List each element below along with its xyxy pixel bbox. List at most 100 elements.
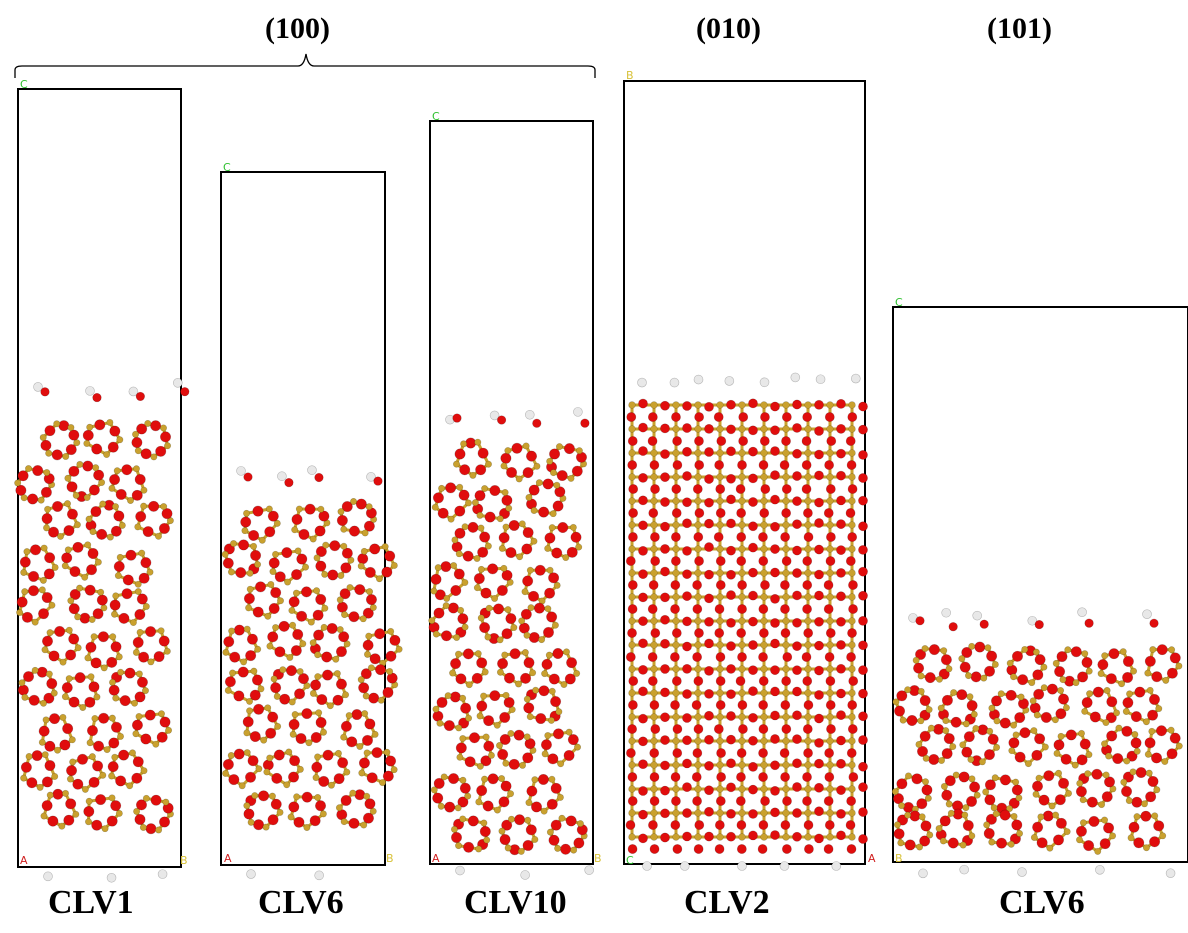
silicon-atom xyxy=(628,689,636,697)
group-label-100: (100) xyxy=(265,12,330,45)
oxygen-atom xyxy=(1135,767,1147,779)
silicon-atom xyxy=(716,617,724,625)
silicon-atom xyxy=(390,561,398,569)
silicon-atom xyxy=(1078,729,1086,737)
silicon-atom xyxy=(1115,724,1123,732)
silicon-atom xyxy=(519,761,527,769)
oxygen-atom xyxy=(650,724,661,734)
oxygen-atom xyxy=(691,700,702,710)
silicon-atom xyxy=(918,813,926,821)
oxygen-atom xyxy=(549,448,561,460)
oxygen-atom xyxy=(115,488,127,500)
silicon-atom xyxy=(650,713,658,721)
silicon-atom xyxy=(804,425,812,433)
oxygen-atom xyxy=(531,801,543,813)
oxygen-atom xyxy=(814,833,824,844)
oxygen-atom xyxy=(150,794,162,806)
silicon-atom xyxy=(474,650,482,658)
oxygen-atom xyxy=(237,666,249,678)
silicon-atom xyxy=(1153,786,1161,794)
silicon-atom xyxy=(738,809,746,817)
oxygen-atom xyxy=(483,740,495,752)
silicon-atom xyxy=(738,425,746,433)
oxygen-atom xyxy=(267,510,279,522)
silicon-atom xyxy=(243,729,251,737)
silicon-atom xyxy=(848,665,856,673)
oxygen-atom xyxy=(245,650,257,662)
oxygen-atom xyxy=(92,608,104,620)
oxygen-atom xyxy=(638,664,648,675)
silicon-atom xyxy=(672,737,680,745)
oxygen-atom xyxy=(824,772,835,782)
oxygen-atom xyxy=(86,564,98,576)
silicon-atom xyxy=(738,473,746,481)
silicon-atom xyxy=(650,617,658,625)
silicon-atom xyxy=(1007,840,1015,848)
oxygen-atom xyxy=(748,473,758,484)
oxygen-atom xyxy=(758,748,768,758)
oxygen-atom xyxy=(501,819,513,831)
oxygen-atom xyxy=(671,796,681,806)
silicon-atom xyxy=(950,689,958,697)
silicon-atom xyxy=(43,524,51,532)
oxygen-atom xyxy=(638,833,648,844)
oxygen-atom xyxy=(660,832,670,843)
oxygen-atom xyxy=(309,815,321,827)
silicon-atom xyxy=(493,721,501,729)
silicon-atom xyxy=(134,447,142,455)
oxygen-atom xyxy=(253,819,265,831)
silicon-atom xyxy=(68,736,76,744)
oxygen-atom xyxy=(115,775,127,787)
oxygen-atom xyxy=(552,500,564,512)
oxygen-atom xyxy=(748,425,758,436)
oxygen-atom xyxy=(726,545,736,556)
oxygen-atom xyxy=(40,486,52,498)
oxygen-atom xyxy=(1014,712,1026,724)
oxygen-atom xyxy=(1055,817,1067,829)
oxygen-atom xyxy=(336,601,348,613)
silicon-atom xyxy=(628,833,636,841)
oxygen-atom xyxy=(337,757,349,769)
silicon-atom xyxy=(525,799,533,807)
silicon-atom xyxy=(315,709,323,717)
oxygen-atom xyxy=(627,436,638,446)
oxygen-atom xyxy=(979,619,989,629)
oxygen-atom xyxy=(933,723,945,735)
silicon-atom xyxy=(545,651,553,659)
hydrogen-atom xyxy=(1027,615,1038,626)
oxygen-atom xyxy=(1156,644,1168,656)
oxygen-atom xyxy=(758,604,769,614)
oxygen-atom xyxy=(1151,752,1163,764)
silicon-atom xyxy=(628,473,636,481)
oxygen-atom xyxy=(496,584,508,596)
oxygen-atom xyxy=(758,676,769,686)
oxygen-atom xyxy=(984,794,996,806)
oxygen-atom xyxy=(781,556,792,566)
panel-label-clv6-100: CLV6 xyxy=(258,884,344,921)
oxygen-atom xyxy=(738,724,748,734)
oxygen-atom xyxy=(693,724,704,734)
silicon-atom xyxy=(575,543,583,551)
silicon-atom xyxy=(1113,709,1121,717)
oxygen-atom xyxy=(41,800,53,812)
oxygen-atom xyxy=(858,590,868,601)
silicon-atom xyxy=(1059,676,1067,684)
silicon-atom xyxy=(760,785,768,793)
oxygen-atom xyxy=(520,672,532,684)
oxygen-atom xyxy=(448,773,460,785)
oxygen-atom xyxy=(915,616,925,626)
silicon-atom xyxy=(481,485,489,493)
oxygen-atom xyxy=(716,748,726,758)
oxygen-atom xyxy=(20,761,32,773)
silicon-atom xyxy=(826,401,834,409)
group-label-101: (101) xyxy=(987,12,1052,45)
oxygen-atom xyxy=(538,506,550,518)
silicon-atom xyxy=(480,819,488,827)
oxygen-atom xyxy=(322,669,334,681)
silicon-atom xyxy=(291,526,299,534)
oxygen-atom xyxy=(310,679,322,691)
silicon-atom xyxy=(562,554,570,562)
silicon-atom xyxy=(826,569,834,577)
oxygen-atom xyxy=(108,684,120,696)
silicon-atom xyxy=(915,740,923,748)
